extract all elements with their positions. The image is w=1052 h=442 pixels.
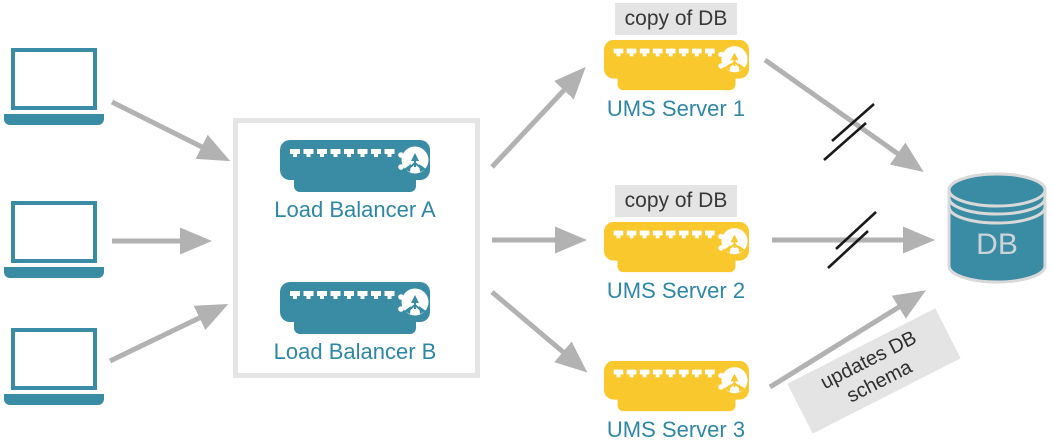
laptop-icon	[4, 48, 104, 126]
arrow-ums3-to-db	[768, 290, 926, 390]
ums-server-1-node: copy of DB UMS Server 1	[591, 3, 761, 121]
arrow-client3-to-loadbalancer	[108, 303, 229, 364]
arrow-ums1-to-db-blocked	[763, 57, 924, 173]
ums-server-icon	[604, 360, 749, 414]
copy-of-db-badge: copy of DB	[614, 3, 738, 35]
database-cylinder-icon: DB	[947, 172, 1047, 284]
load-balancer-group-box: Load Balancer A Load Balancer B	[233, 118, 480, 378]
arrow-client1-to-loadbalancer	[110, 99, 231, 162]
ums-server-1-label: UMS Server 1	[606, 96, 746, 121]
load-balancer-server-icon	[280, 140, 430, 194]
ums-server-icon	[604, 221, 749, 275]
arrow-loadbalancer-to-ums1	[490, 66, 586, 169]
load-balancer-a-node: Load Balancer A	[270, 140, 440, 222]
load-balancer-a-label: Load Balancer A	[274, 197, 436, 222]
ums-server-3-node: UMS Server 3	[591, 360, 761, 442]
blocked-connection-slashes-ums1	[823, 103, 875, 161]
laptop-icon	[4, 201, 104, 279]
db-label: DB	[976, 228, 1018, 261]
ums-server-icon	[604, 39, 749, 93]
load-balancer-server-icon	[280, 282, 430, 336]
load-balancer-b-node: Load Balancer B	[270, 282, 440, 364]
arrow-loadbalancer-to-ums3	[490, 290, 588, 373]
blocked-connection-slashes-ums2	[827, 211, 877, 269]
copy-of-db-badge: copy of DB	[614, 185, 738, 217]
load-balancer-b-label: Load Balancer B	[273, 339, 437, 364]
ums-server-2-node: copy of DB UMS Server 2	[591, 185, 761, 303]
ums-server-3-label: UMS Server 3	[606, 417, 746, 442]
ums-server-2-label: UMS Server 2	[606, 278, 746, 303]
laptop-icon	[4, 328, 104, 406]
